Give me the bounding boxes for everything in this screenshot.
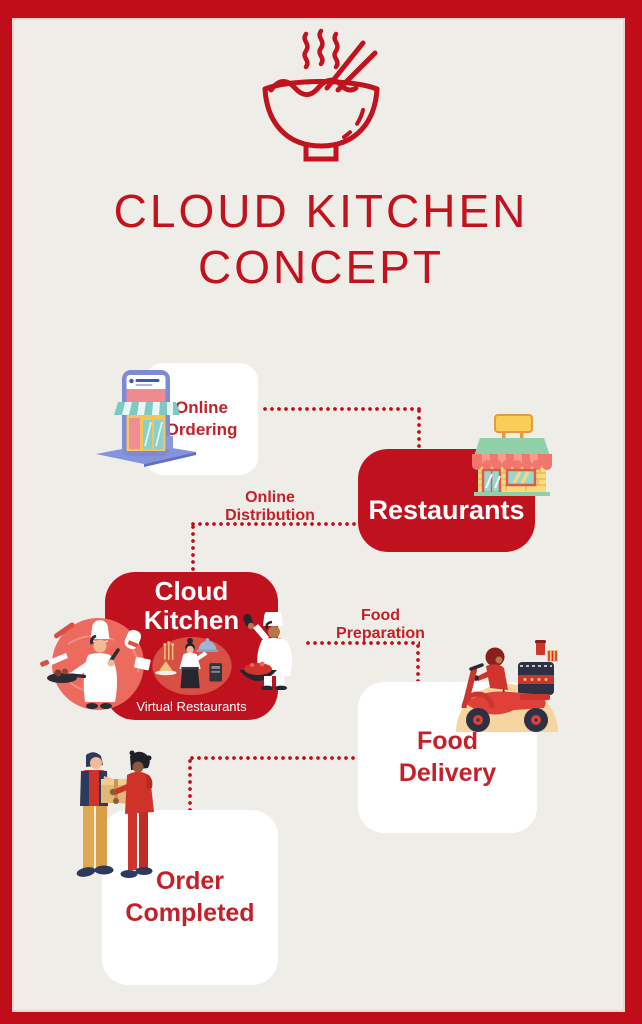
order-completed-label-line1: Order: [155, 867, 225, 896]
connector-cloudkitchen-to-delivery-h: [306, 641, 420, 645]
food-preparation-label: Food Preparation: [308, 607, 453, 643]
package-handoff-illustration: [76, 750, 154, 878]
connector-restaurants-to-cloudkitchen-h: [191, 522, 357, 526]
online-ordering-label-line1: Online: [175, 397, 228, 417]
online-distribution-label: Online Distribution: [195, 489, 345, 525]
phone-storefront-illustration: [96, 370, 196, 467]
online-distribution-line2: Distribution: [225, 506, 315, 524]
cloud-kitchen-caption: Virtual Restaurants: [136, 699, 247, 715]
food-delivery-label-line2: Delivery: [398, 758, 497, 787]
connector-ordering-to-restaurants-h: [263, 407, 421, 411]
cloud-kitchen-label-line2: Kitchen: [143, 604, 240, 635]
order-completed-label-line2: Completed: [125, 898, 255, 927]
chef-frying-pan-illustration: [40, 618, 151, 710]
waitress-cloche-illustration: [151, 637, 232, 696]
page-title-line1: CLOUD KITCHEN: [113, 185, 529, 237]
page-title: CLOUD KITCHEN CONCEPT: [0, 183, 642, 295]
delivery-scooter-illustration: [456, 640, 558, 732]
online-ordering-label-line2: Ordering: [165, 420, 238, 439]
connector-cloudkitchen-to-delivery-v: [416, 644, 420, 681]
page-title-line2: CONCEPT: [198, 241, 444, 294]
noodle-bowl-icon: [262, 28, 380, 162]
connector-restaurants-to-cloudkitchen-v: [191, 525, 195, 572]
connector-ordering-to-restaurants-v: [417, 409, 421, 449]
restaurant-building-illustration: [472, 414, 552, 496]
cloud-kitchen-label-line1: Cloud: [154, 576, 229, 606]
cloud-kitchen-label: Cloud Kitchen: [144, 577, 239, 634]
food-preparation-line1: Food: [360, 607, 401, 624]
food-preparation-line2: Preparation: [336, 624, 425, 642]
chef-wok-illustration: [239, 612, 293, 690]
connector-delivery-to-completed-v: [188, 759, 192, 810]
connector-delivery-to-completed-h: [190, 756, 358, 760]
online-distribution-line1: Online: [245, 489, 295, 506]
restaurants-label: Restaurants: [368, 495, 525, 525]
